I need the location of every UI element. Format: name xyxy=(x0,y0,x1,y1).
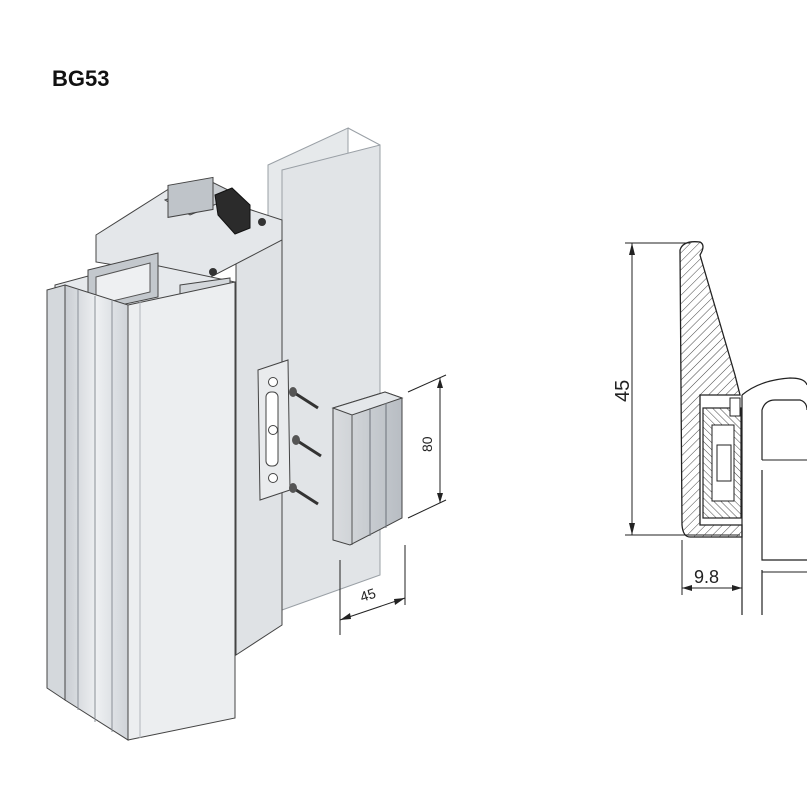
screw-icon xyxy=(289,483,319,506)
gasket-icon xyxy=(214,187,251,235)
dimension-45-iso: 45 xyxy=(339,545,406,635)
dimension-80-label: 80 xyxy=(419,436,435,452)
dimension-80: 80 xyxy=(407,374,447,519)
dimension-45-iso-label: 45 xyxy=(358,585,378,605)
isometric-view: 80 45 xyxy=(46,127,447,741)
dimension-9-8-label: 9.8 xyxy=(694,567,719,587)
frame-profile xyxy=(46,252,236,741)
mounting-plate xyxy=(257,359,291,501)
screws xyxy=(289,387,322,506)
section-view: 45 9.8 xyxy=(612,241,807,615)
pull-handle xyxy=(331,391,404,546)
screw-icon xyxy=(292,435,322,458)
dimension-45-section-label: 45 xyxy=(612,380,634,402)
screw-icon xyxy=(289,387,319,410)
product-title: BG53 xyxy=(52,66,110,91)
handle-cross-section xyxy=(679,241,743,538)
